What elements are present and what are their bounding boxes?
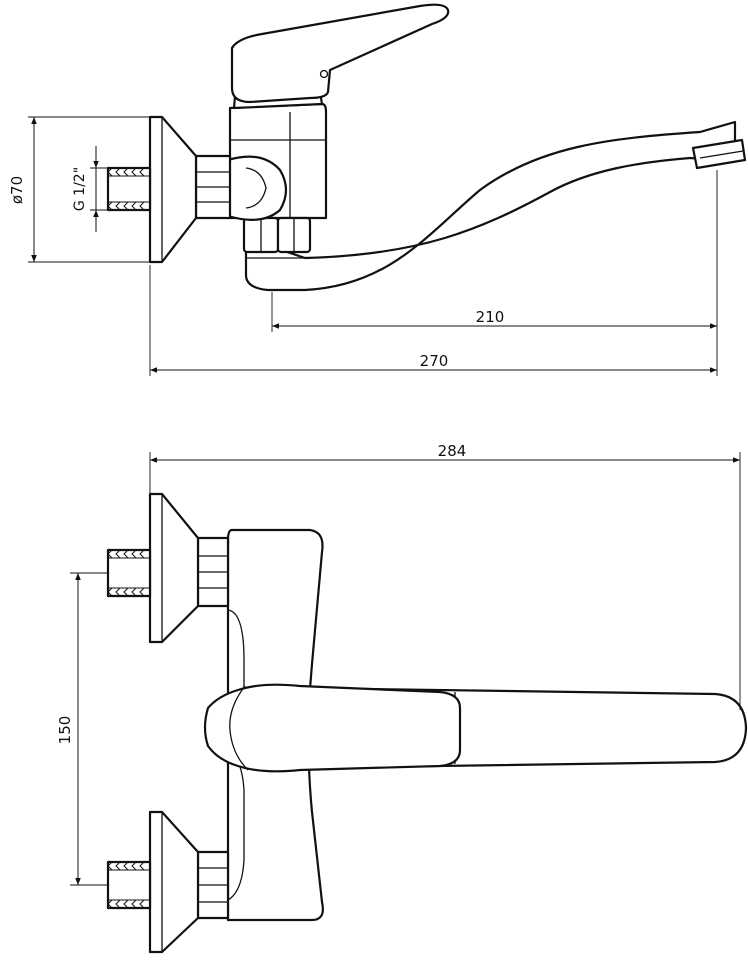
side-wall-flange bbox=[148, 115, 198, 264]
top-wall-flange-upper bbox=[148, 492, 200, 644]
side-threaded-inlet bbox=[106, 166, 152, 212]
spout-reach-label: 210 bbox=[476, 308, 505, 326]
side-aerator bbox=[691, 138, 747, 170]
top-view: 150 284 bbox=[56, 442, 748, 954]
side-view: G 1/2" ø70 210 270 bbox=[8, 3, 747, 376]
side-eccentric-fitting bbox=[226, 155, 288, 221]
top-lever-handle bbox=[203, 683, 462, 773]
flange-diameter-label: ø70 bbox=[8, 176, 26, 204]
side-total-length-label: 270 bbox=[420, 352, 449, 370]
thread-size-label: G 1/2" bbox=[72, 167, 88, 211]
side-spout bbox=[244, 120, 737, 292]
side-lever-handle bbox=[230, 3, 450, 104]
top-wall-flange-lower bbox=[148, 810, 200, 954]
top-threaded-inlet-lower bbox=[106, 860, 152, 910]
top-threaded-inlet-upper bbox=[106, 548, 152, 598]
inlet-spacing-label: 150 bbox=[56, 716, 74, 745]
top-total-width-label: 284 bbox=[438, 442, 467, 460]
